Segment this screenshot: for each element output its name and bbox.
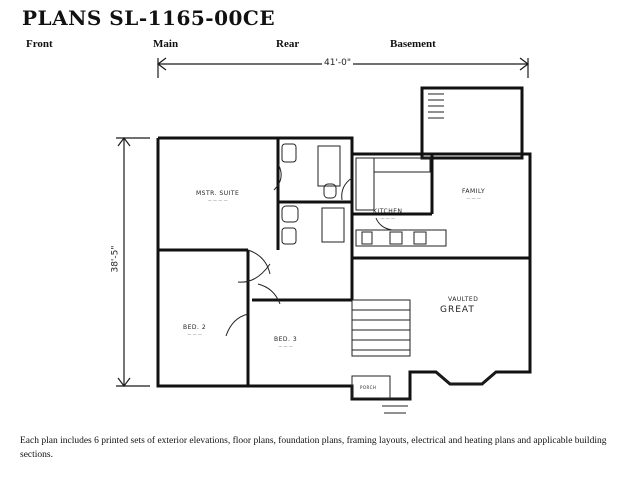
room-kitchen: KITCHEN — — — — [373, 208, 403, 221]
room-bed-2: BED. 2 — — — — [183, 324, 207, 337]
room-dimensions-kitchen: — — — — [380, 216, 396, 221]
tab-basement[interactable]: Basement — [390, 38, 436, 50]
tab-rear[interactable]: Rear — [276, 38, 300, 50]
room-master-suite: MSTR. SUITE — — — — — [196, 190, 240, 203]
room-dimensions-family: — — — — [466, 196, 481, 201]
depth-dimension: 38'-5" — [110, 243, 121, 275]
plan-description: Each plan includes 6 printed sets of ext… — [20, 436, 607, 460]
floor-plan-image: 41'-0" 38'-5" MSTR. SUITE — — — — KITCHE… — [0, 54, 640, 430]
rear-deck — [420, 86, 524, 160]
room-vaulted-label: VAULTED — [448, 296, 479, 303]
tab-main[interactable]: Main — [153, 38, 179, 50]
room-porch: PORCH — [360, 385, 377, 390]
tab-front[interactable]: Front — [26, 38, 53, 50]
room-great: GREAT — [440, 305, 475, 315]
floor-plan-drawing — [116, 57, 532, 414]
page-title: PLANS SL-1165-00CE — [22, 6, 276, 30]
room-dimensions-bed-2: — — — — [187, 332, 202, 337]
room-family: FAMILY — — — — [462, 188, 486, 201]
room-bed-3: BED. 3 — — — — [274, 336, 298, 349]
view-tabs: Front Main Rear Basement — [0, 38, 640, 54]
room-dimensions-master: — — — — — [207, 198, 228, 203]
room-dimensions-bed-3: — — — — [278, 344, 293, 349]
exterior-walls — [156, 136, 532, 401]
width-dimension: 41'-0" — [322, 58, 354, 68]
